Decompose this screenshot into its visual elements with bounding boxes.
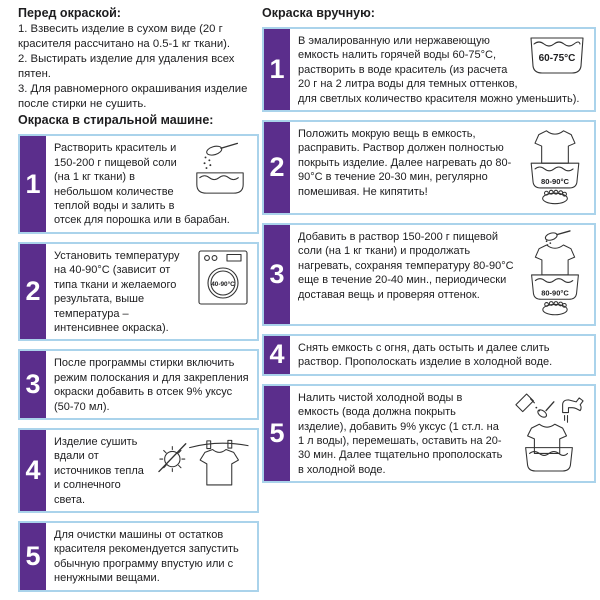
machine-temp-label: 40-90°C (211, 280, 235, 288)
before-dye-item-3: 3. Для равномерного окрашивания изделие … (18, 82, 248, 110)
hand-step-1: 1 60-75°C В эмалированную или нержавеющу… (262, 27, 596, 113)
hand-step-4: 4 Снять емкость с огня, дать остыть и да… (262, 334, 596, 376)
step-text: Снять емкость с огня, дать остыть и дале… (298, 342, 553, 369)
step-number-badge: 3 (20, 351, 46, 418)
step-number-badge: 2 (264, 122, 290, 214)
before-dye-title: Перед окраской: (18, 6, 121, 20)
step-number-badge: 3 (264, 225, 290, 325)
hand-step-5: 5 Налить чистой холодной воды в емкость … (262, 383, 596, 484)
before-dye-item-1: 1. Взвесить изделие в сухом виде (20 г к… (18, 23, 231, 50)
salt-spoon-bowl-icon (191, 141, 249, 197)
machine-step-4: 4 Изделие сушить вдали от источников теп… (18, 427, 259, 513)
hand-step-2: 2 80-90°C Положить мокрую вещь в емкость… (262, 120, 596, 216)
pot-temp-label: 60-75°C (539, 53, 576, 64)
step-text: Налить чистой холодной воды в емкость (в… (298, 391, 503, 476)
left-column: Перед окраской: 1. Взвесить изделие в су… (18, 6, 259, 600)
step-text: Для очистки машины от остатков красителя… (54, 528, 239, 585)
step-text: После программы стирки включить режим по… (54, 357, 249, 413)
pot-temp-label: 80-90°C (541, 177, 570, 186)
machine-step-1: 1 Растворить краситель и 150-200 г пищев… (18, 134, 259, 234)
step-number-badge: 4 (264, 336, 290, 374)
step-text: Растворить краситель и 150-200 г пищевой… (54, 142, 230, 227)
salt-shirt-in-pot-burner-icon: 80-90°C (524, 230, 586, 318)
step-number-badge: 4 (20, 429, 46, 511)
washing-machine-icon: 40-90°C (197, 249, 249, 306)
no-sun-shirt-clothesline-icon (157, 435, 249, 487)
step-text: Установить температуру на 40-90°C (завис… (54, 249, 180, 334)
right-column: Окраска вручную: 1 60-75°C В эмалированн… (262, 6, 596, 491)
machine-step-5: 5 Для очистки машины от остатков красите… (18, 520, 259, 592)
machine-step-2: 2 40-90°C Установить температуру на 40-9… (18, 241, 259, 342)
machine-step-3: 3 После программы стирки включить режим … (18, 349, 259, 420)
hand-dye-title: Окраска вручную: (262, 6, 375, 20)
shirt-in-pot-burner-icon: 80-90°C (524, 127, 586, 207)
hand-step-3: 3 80-90°C Добавить в раств (262, 223, 596, 327)
step-number-badge: 2 (20, 243, 46, 340)
hot-water-pot-icon: 60-75°C (528, 34, 586, 76)
pot-temp-label: 80-90°C (541, 289, 569, 298)
step-number-badge: 5 (20, 522, 46, 590)
step-number-badge: 1 (264, 29, 290, 111)
vinegar-faucet-shirt-tub-icon (512, 391, 586, 475)
before-dye-item-2: 2. Выстирать изделие для удаления всех п… (18, 52, 235, 80)
step-text: Изделие сушить вдали от источников тепла… (54, 435, 144, 506)
step-text: Добавить в раствор 150-200 г пищевой сол… (298, 231, 514, 301)
step-text: Положить мокрую вещь в емкость, расправи… (298, 128, 512, 198)
step-number-badge: 1 (20, 136, 46, 232)
machine-dye-title: Окраска в стиральной машине: (18, 113, 214, 128)
step-text: В эмалированную или нержавеющую емкость … (298, 35, 580, 105)
step-number-badge: 5 (264, 385, 290, 482)
